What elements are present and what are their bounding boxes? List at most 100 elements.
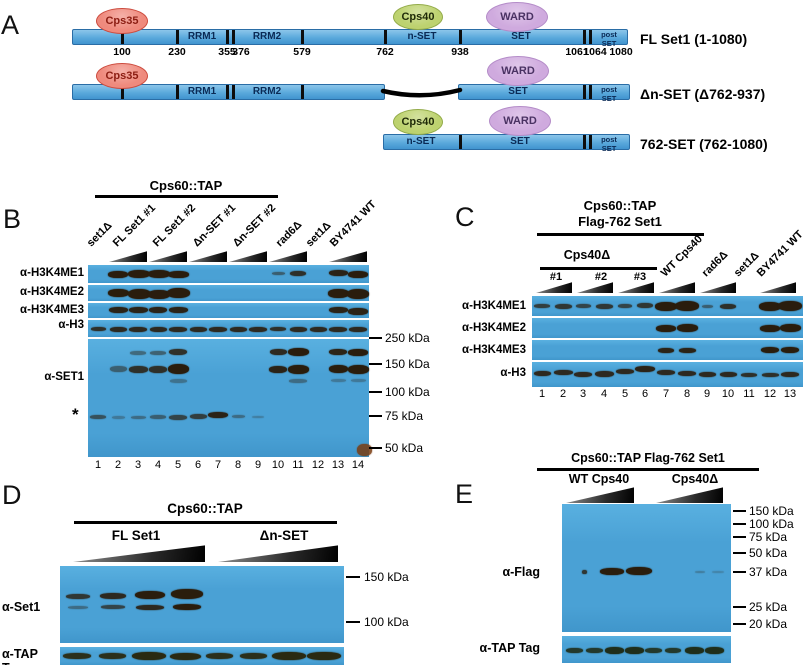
blot-band xyxy=(229,326,247,332)
blot-band xyxy=(759,301,781,311)
lane-number: 7 xyxy=(214,459,222,471)
deletion-linker-line xyxy=(380,87,463,98)
titration-wedge xyxy=(659,282,695,293)
titration-wedge xyxy=(656,487,723,503)
blot-band xyxy=(309,326,327,332)
blot-band xyxy=(169,652,201,660)
lane-number: 14 xyxy=(351,459,365,471)
domain-boundary-tick xyxy=(458,30,462,44)
blot-band xyxy=(169,326,187,332)
titration-wedge xyxy=(189,251,227,262)
blot-band xyxy=(328,270,348,276)
domain-label: SET xyxy=(508,86,528,97)
domain-boundary-tick xyxy=(300,85,304,99)
blot-band xyxy=(741,373,757,377)
group-wt-cps40: WT Cps40 xyxy=(568,472,630,486)
marker-tick xyxy=(733,523,746,525)
blot-band xyxy=(761,373,779,377)
lane-number: 4 xyxy=(154,459,162,471)
blot-band xyxy=(695,571,705,573)
panel-c-title-2: Flag-762 Set1 xyxy=(578,214,662,229)
domain-boundary-tick xyxy=(175,30,179,44)
blot-band xyxy=(209,326,227,332)
blot-band xyxy=(595,303,613,309)
blot-band xyxy=(778,301,802,311)
blot-band xyxy=(356,444,372,456)
blot-band xyxy=(269,365,287,373)
panel-letter: E xyxy=(455,479,474,509)
titration-wedge xyxy=(329,251,367,262)
panel-letter: C xyxy=(455,202,475,232)
blot-band xyxy=(189,326,207,332)
marker-tick xyxy=(369,337,382,339)
antibody-label: α-H3K4ME3 xyxy=(20,304,84,316)
marker-label: 75 kDa xyxy=(385,409,424,423)
lane-label: set1Δ xyxy=(303,219,334,250)
blot-band xyxy=(644,647,662,653)
blot-band xyxy=(704,646,724,654)
lane-number: 10 xyxy=(271,459,285,471)
header-underline xyxy=(540,267,657,270)
construct-name: FL Set1 (1-1080) xyxy=(640,31,748,47)
blot-band xyxy=(148,270,170,278)
titration-wedge xyxy=(229,251,267,262)
lane-label: Δn-SET #1 xyxy=(190,201,239,250)
domain-boundary-tick xyxy=(582,30,586,44)
titration-wedge xyxy=(109,251,147,262)
panel-letter: A xyxy=(1,10,20,40)
panel-e-title: Cps60::TAP Flag-762 Set1 xyxy=(571,451,725,465)
blot-band xyxy=(656,324,676,332)
blot-band xyxy=(604,646,624,654)
blot-band xyxy=(307,652,341,660)
blot-band xyxy=(130,415,146,419)
blot-band xyxy=(132,652,166,660)
marker-label: 150 kDa xyxy=(749,504,794,518)
lane-label: set1Δ xyxy=(731,249,762,280)
marker-tick xyxy=(733,606,746,608)
blot-strip xyxy=(88,339,369,457)
lane-number: 3 xyxy=(134,459,142,471)
blot-band xyxy=(761,347,779,353)
blot-band xyxy=(135,591,165,599)
blot-band xyxy=(149,307,167,313)
header-underline xyxy=(95,195,278,198)
blot-band xyxy=(290,270,306,276)
asterisk: * xyxy=(72,405,79,424)
antibody-label: α-H3K4ME2 xyxy=(20,286,84,298)
domain-boundary-tick xyxy=(300,30,304,44)
blot-band xyxy=(171,589,203,599)
blot-band xyxy=(348,270,368,278)
blot-band xyxy=(712,571,724,573)
marker-tick xyxy=(733,571,746,573)
blot-band xyxy=(167,270,189,278)
domain-boundary-tick xyxy=(588,30,592,44)
antibody-label: α-TAP Tag xyxy=(479,641,540,655)
blot-band xyxy=(90,415,106,419)
domain-label: post SET xyxy=(601,135,617,153)
blot-band xyxy=(167,364,189,374)
lane-number: 5 xyxy=(174,459,182,471)
domain-label: RRM2 xyxy=(252,31,282,42)
lane-number: 12 xyxy=(311,459,325,471)
blot-band xyxy=(720,303,736,309)
blot-band xyxy=(678,370,696,376)
cps35-oval: Cps35 xyxy=(96,63,148,89)
blot-band xyxy=(108,307,128,313)
blot-band xyxy=(626,567,652,575)
domain-boundary-tick xyxy=(225,30,229,44)
lane-label: rad6Δ xyxy=(273,218,305,250)
blot-band xyxy=(684,646,704,654)
residue-number: 1064 xyxy=(583,46,607,58)
residue-number: 938 xyxy=(451,46,469,58)
domain-boundary-tick xyxy=(175,85,179,99)
ward-oval: WARD xyxy=(486,2,548,32)
domain-label: n-SET xyxy=(407,31,437,42)
blot-band xyxy=(779,324,801,332)
domain-boundary-tick xyxy=(225,85,229,99)
group-cps40d: Cps40Δ xyxy=(563,248,611,262)
residue-number: 762 xyxy=(376,46,394,58)
lane-number: 6 xyxy=(641,388,649,400)
domain-boundary-tick xyxy=(120,85,124,99)
lane-label: rad6Δ xyxy=(699,248,731,280)
lane-label: Δn-SET #2 xyxy=(230,201,279,250)
